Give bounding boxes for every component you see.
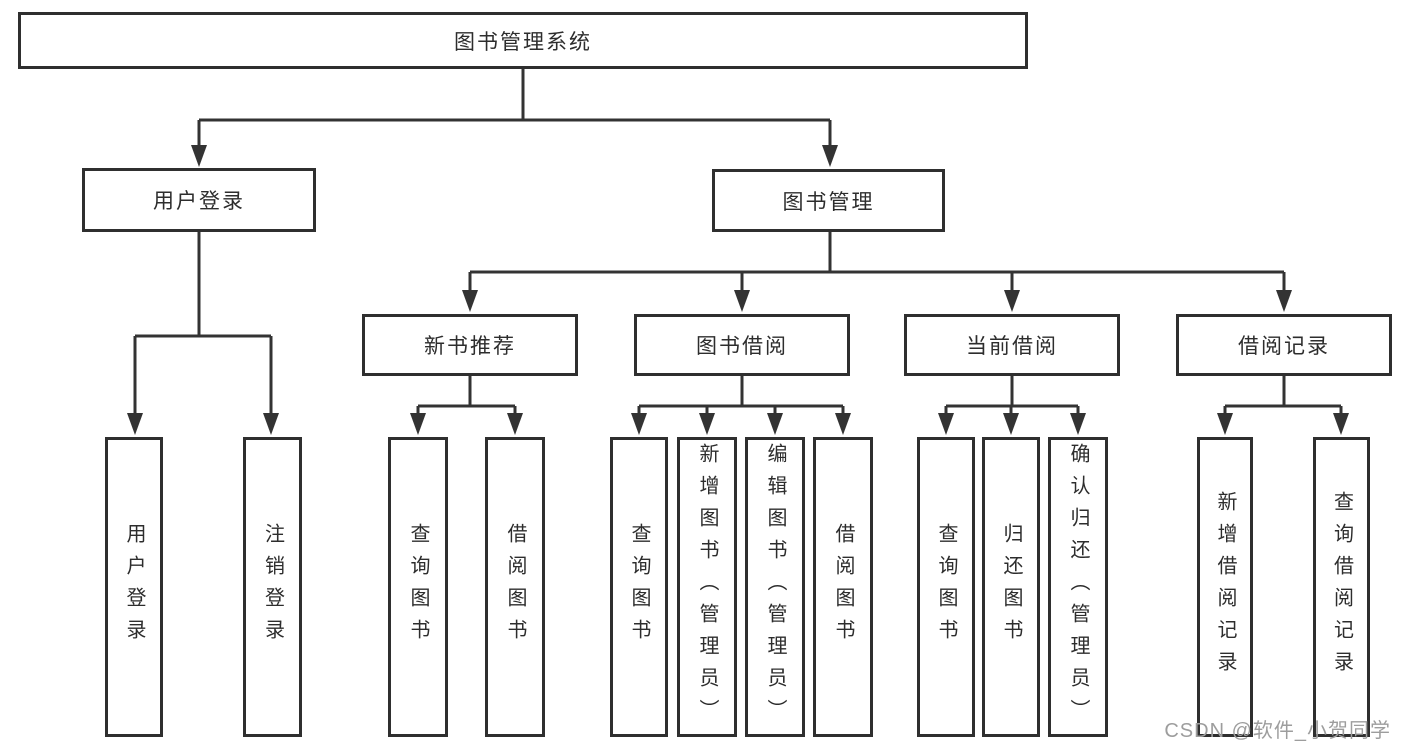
node-book-borrowing: 图书借阅: [634, 314, 850, 376]
leaf-add-books-admin-label: 新增图书（管理员）: [696, 443, 718, 731]
node-new-book-recommend-label: 新书推荐: [424, 335, 516, 358]
leaf-edit-books-admin-label: 编辑图书（管理员）: [764, 443, 786, 731]
leaf-confirm-return-admin: 确认归还（管理员）: [1048, 437, 1108, 737]
leaf-borrow-books-recommend: 借阅图书: [485, 437, 545, 737]
leaf-add-borrow-record-label: 新增借阅记录: [1214, 491, 1236, 683]
leaf-logout-login: 注销登录: [243, 437, 302, 737]
leaf-edit-books-admin: 编辑图书（管理员）: [745, 437, 805, 737]
node-root-label: 图书管理系统: [454, 30, 592, 54]
leaf-add-borrow-record: 新增借阅记录: [1197, 437, 1253, 737]
leaf-query-books-current-label: 查询图书: [935, 523, 957, 651]
leaf-logout-login-label: 注销登录: [261, 523, 284, 651]
leaf-add-books-admin: 新增图书（管理员）: [677, 437, 737, 737]
node-borrowing-records-label: 借阅记录: [1238, 335, 1330, 358]
node-borrowing-records: 借阅记录: [1176, 314, 1392, 376]
leaf-query-books-borrowing: 查询图书: [610, 437, 668, 737]
leaf-user-login: 用户登录: [105, 437, 163, 737]
leaf-query-borrow-record: 查询借阅记录: [1313, 437, 1370, 737]
leaf-confirm-return-admin-label: 确认归还（管理员）: [1067, 443, 1089, 731]
node-book-management: 图书管理: [712, 169, 945, 232]
leaf-query-borrow-record-label: 查询借阅记录: [1330, 491, 1353, 683]
node-current-borrowing: 当前借阅: [904, 314, 1120, 376]
node-user-login-label: 用户登录: [153, 190, 245, 213]
node-user-login: 用户登录: [82, 168, 316, 232]
watermark: CSDN @软件_小贺同学: [1164, 720, 1391, 742]
leaf-borrow-books-borrowing-label: 借阅图书: [832, 523, 854, 651]
leaf-borrow-books-recommend-label: 借阅图书: [504, 523, 526, 651]
node-book-borrowing-label: 图书借阅: [696, 335, 788, 358]
leaf-return-books-label: 归还图书: [1000, 523, 1022, 651]
leaf-query-books-recommend: 查询图书: [388, 437, 448, 737]
node-current-borrowing-label: 当前借阅: [966, 335, 1058, 358]
leaf-borrow-books-borrowing: 借阅图书: [813, 437, 873, 737]
leaf-query-books-recommend-label: 查询图书: [407, 523, 429, 651]
node-root: 图书管理系统: [18, 12, 1028, 69]
leaf-user-login-label: 用户登录: [123, 523, 145, 651]
node-new-book-recommend: 新书推荐: [362, 314, 578, 376]
node-book-management-label: 图书管理: [782, 190, 875, 214]
leaf-query-books-current: 查询图书: [917, 437, 975, 737]
leaf-return-books: 归还图书: [982, 437, 1040, 737]
leaf-query-books-borrowing-label: 查询图书: [628, 523, 650, 651]
